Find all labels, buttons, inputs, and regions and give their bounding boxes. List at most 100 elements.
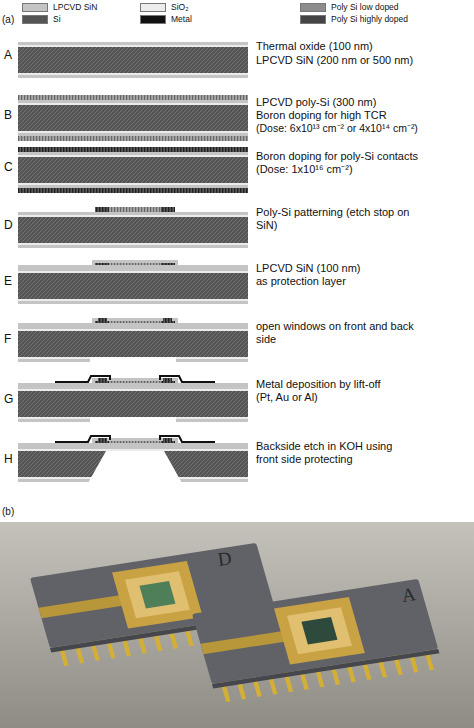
step-text: (Dose: 6x10¹³ cm⁻² or 4x10¹⁴ cm⁻²) <box>256 122 418 134</box>
layer <box>18 45 248 47</box>
step-text-letter: F <box>4 332 11 346</box>
step-text: Poly-Si patterning (etch stop on SiN) <box>256 206 428 232</box>
layer <box>18 152 248 155</box>
layer <box>18 42 248 45</box>
layer <box>18 73 248 75</box>
step-text: Thermal oxide (100 nm) <box>256 40 373 53</box>
step-text: LPCVD SiN (200 nm or 500 nm) <box>256 54 413 67</box>
handwritten-mark: A <box>401 583 418 607</box>
layer <box>18 323 248 326</box>
photo-ground <box>0 522 474 728</box>
layer <box>18 100 248 103</box>
layer <box>92 378 95 383</box>
step-text: (Pt, Au or Al) <box>256 391 318 404</box>
metal-line <box>55 376 110 382</box>
legend-swatch <box>22 15 48 24</box>
layer <box>92 260 95 265</box>
layer <box>92 318 178 321</box>
layer <box>163 318 172 321</box>
cross-section <box>18 436 248 483</box>
layer <box>18 95 248 100</box>
step-text: Boron doping for high TCR <box>256 109 387 122</box>
step-text: LPCVD SiN (100 nm) <box>256 262 361 275</box>
legend-swatch <box>300 15 326 24</box>
layer <box>18 299 248 301</box>
layer <box>90 417 176 423</box>
cross-section <box>18 260 248 304</box>
layer <box>18 133 248 136</box>
layer <box>18 271 248 273</box>
layer <box>18 147 248 152</box>
layer <box>175 378 178 383</box>
step-text: open windows on front and back side <box>256 320 416 346</box>
layer <box>18 188 248 193</box>
step-letter: D <box>4 218 13 232</box>
handwritten-mark: D <box>217 547 234 571</box>
legend-text: Poly Si highly doped <box>331 14 408 24</box>
layer <box>18 105 248 131</box>
step-letter: H <box>4 452 13 466</box>
step-letter: C <box>4 160 13 174</box>
cross-section <box>18 147 248 193</box>
layer <box>18 389 248 391</box>
cross-section <box>18 318 248 363</box>
layer <box>18 383 248 386</box>
layer <box>161 207 175 212</box>
cross-section <box>18 95 248 141</box>
layer <box>18 329 248 331</box>
step-text: Boron doping for poly-Si contacts <box>256 150 418 163</box>
layer <box>18 301 248 304</box>
step-letter: E <box>4 274 12 288</box>
legend-item: Poly Si low doped <box>300 2 399 12</box>
layer <box>18 386 248 389</box>
layer <box>18 391 248 417</box>
cross-section <box>18 42 248 78</box>
layer <box>98 438 107 441</box>
step-text: LPCVD poly-Si (300 nm) <box>256 96 376 109</box>
legend-text: Metal <box>171 14 192 24</box>
layer <box>18 47 248 73</box>
layer <box>18 449 248 451</box>
layer <box>92 438 95 443</box>
caption-letter: (b) <box>2 506 14 518</box>
step-text: as protection layer <box>256 275 346 288</box>
layer <box>18 131 248 133</box>
layer <box>18 183 248 185</box>
layer <box>98 318 107 321</box>
dip-package <box>192 579 444 703</box>
legend-swatch <box>300 3 326 12</box>
layer <box>18 446 248 449</box>
layer <box>18 443 248 446</box>
step-text: Metal deposition by lift-off <box>256 378 381 391</box>
layer <box>95 207 109 212</box>
layer <box>175 318 178 323</box>
caption-letter: (a) <box>2 14 14 26</box>
legend-item: Metal <box>140 14 192 24</box>
layer <box>175 438 178 443</box>
layer <box>18 103 248 105</box>
layer <box>163 438 172 441</box>
legend-text: LPCVD SiN <box>53 2 97 12</box>
layer <box>18 268 248 271</box>
legend-text: Si <box>53 14 61 24</box>
legend-item: Poly Si highly doped <box>300 14 408 24</box>
metal-line <box>160 376 215 382</box>
step-letter: A <box>4 48 12 62</box>
metal-line <box>55 436 110 442</box>
layer <box>92 318 95 323</box>
layer <box>18 212 248 215</box>
legend-swatch <box>140 15 166 24</box>
layer <box>18 136 248 141</box>
legend-text: Poly Si low doped <box>331 2 399 12</box>
step-text: Backside etch in KOH using front side pr… <box>256 440 416 466</box>
layer <box>18 243 248 245</box>
layer <box>18 215 248 217</box>
legend-swatch <box>22 3 48 12</box>
layer <box>18 273 248 299</box>
cross-section <box>18 207 248 248</box>
step-text: (Dose: 1x10¹⁶ cm⁻²) <box>256 163 353 176</box>
metal-line <box>160 436 215 442</box>
layer <box>92 260 178 263</box>
koh-cavity <box>88 451 182 483</box>
